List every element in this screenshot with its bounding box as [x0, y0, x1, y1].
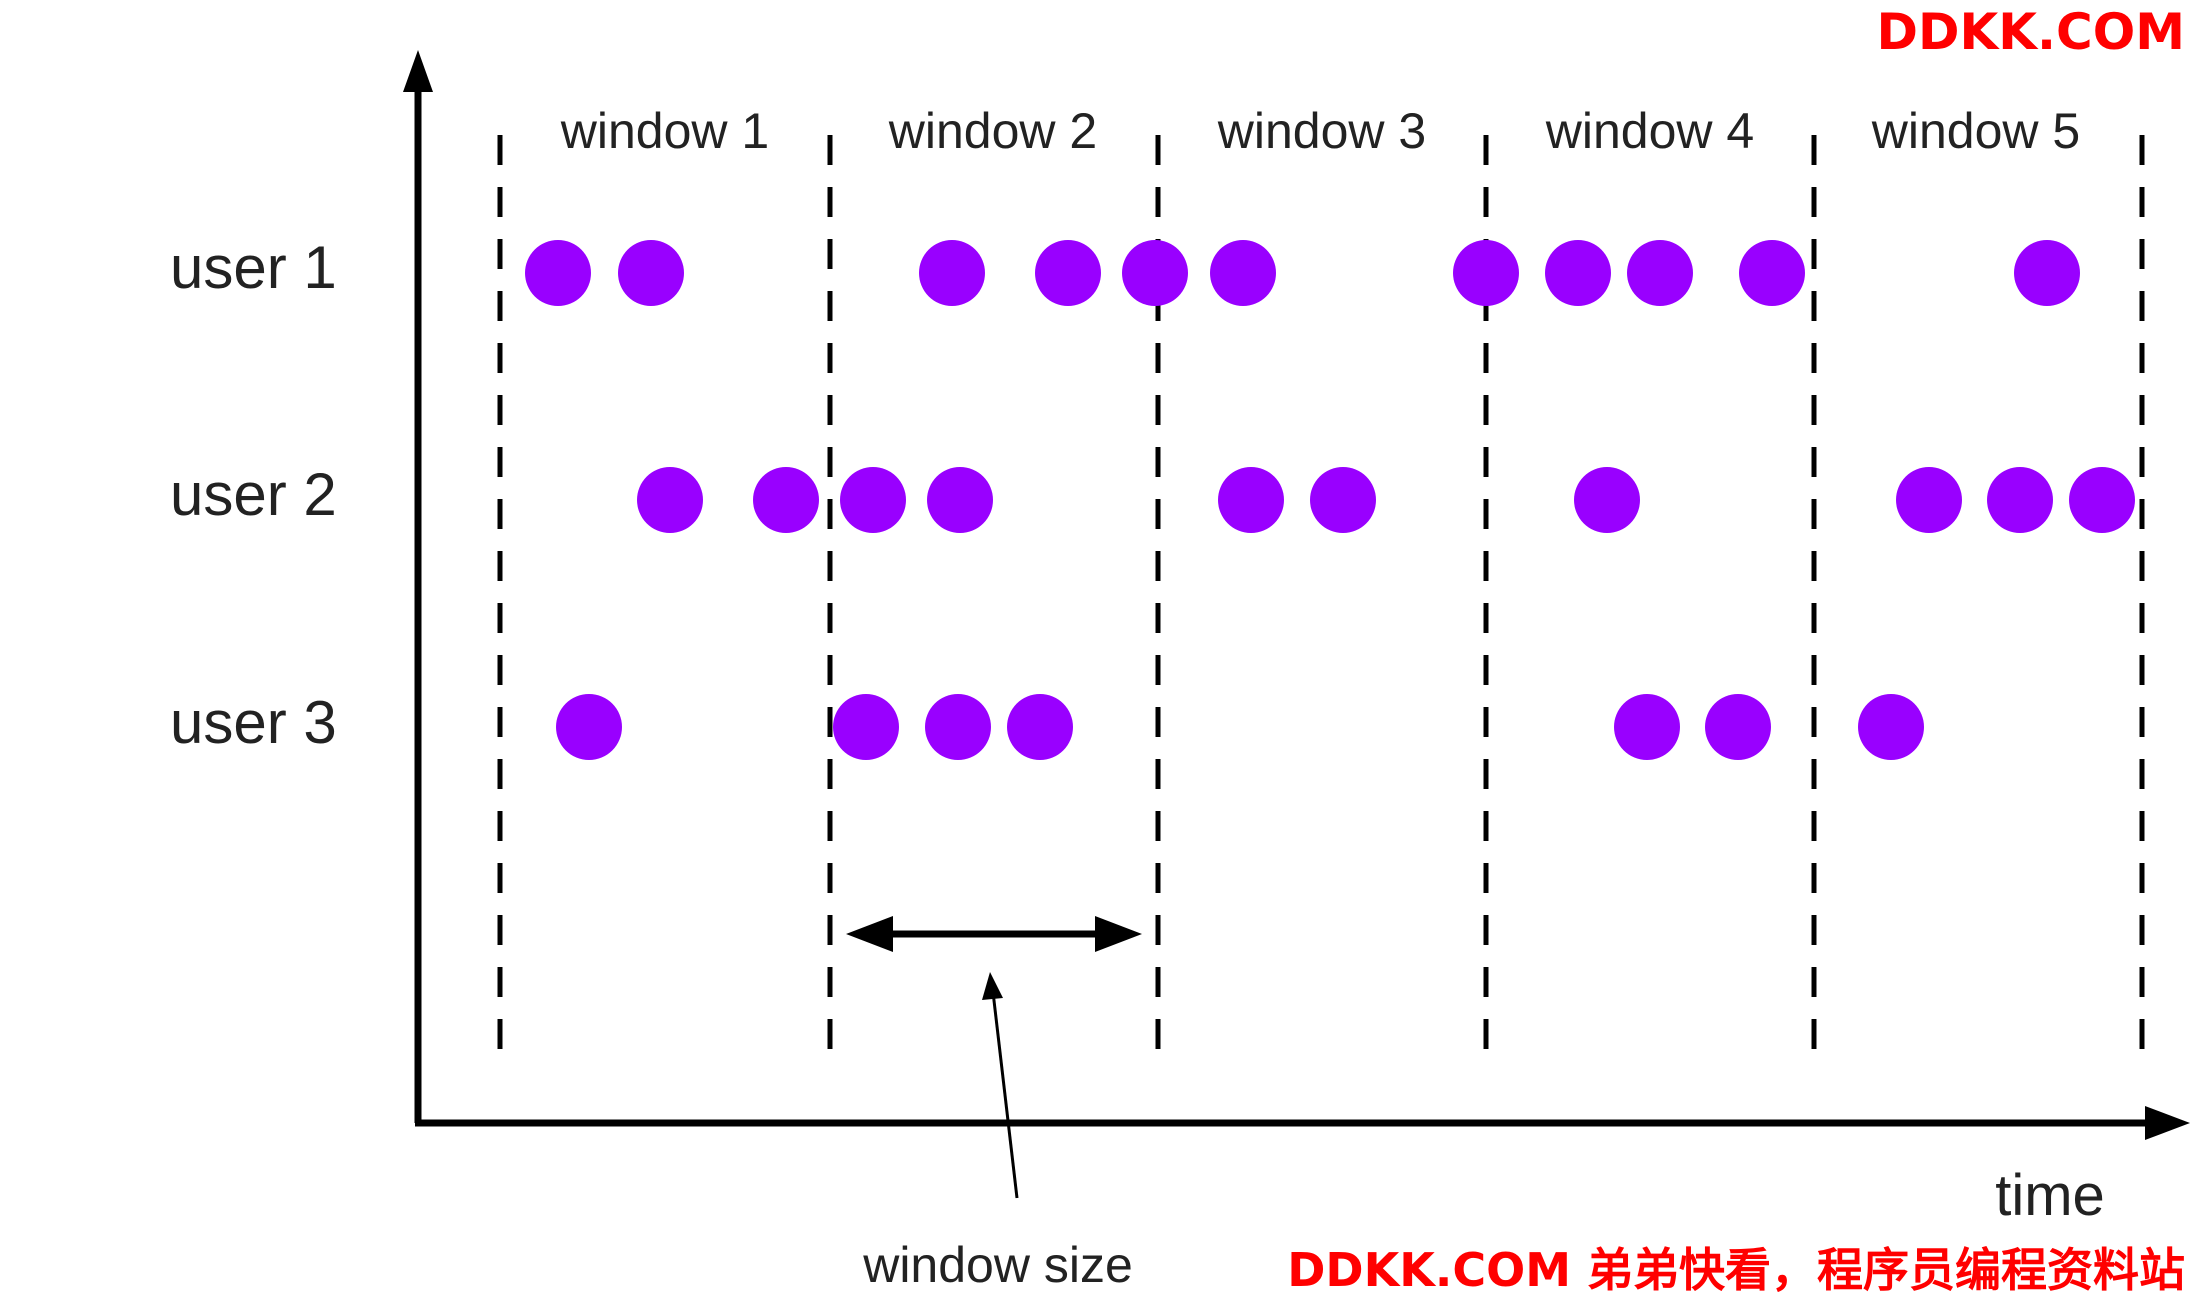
- window-size-pointer-arrowhead: [982, 972, 1003, 1000]
- window-label: window 3: [1217, 103, 1426, 159]
- window-size-right-arrowhead: [1095, 916, 1142, 952]
- window-size-pointer-line: [991, 991, 1019, 1199]
- window-size-label: window size: [862, 1237, 1133, 1293]
- event-dot: [1858, 694, 1924, 760]
- x-axis-label: time: [1995, 1163, 2105, 1228]
- window-label: window 2: [888, 103, 1097, 159]
- x-axis-arrowhead: [2145, 1106, 2190, 1140]
- user-1-events: [525, 240, 2080, 306]
- event-dot: [1453, 240, 1519, 306]
- window-size-indicator: [846, 916, 1142, 1199]
- event-dot: [2069, 467, 2135, 533]
- event-dot: [1987, 467, 2053, 533]
- user-2-events: [637, 467, 2135, 533]
- window-boundaries: [497, 135, 2145, 1068]
- event-dot: [1035, 240, 1101, 306]
- event-dot: [637, 467, 703, 533]
- user-3-events: [556, 694, 1924, 760]
- event-dot: [1574, 467, 1640, 533]
- window-label: window 1: [560, 103, 769, 159]
- window-label: window 4: [1545, 103, 1754, 159]
- event-dot: [925, 694, 991, 760]
- event-dot: [1122, 240, 1188, 306]
- window-label: window 5: [1871, 103, 2080, 159]
- watermark-bottom: DDKK.COM 弟弟快看，程序员编程资料站: [1287, 1243, 2185, 1297]
- event-dot: [1007, 694, 1073, 760]
- event-dot: [1545, 240, 1611, 306]
- event-dot: [833, 694, 899, 760]
- event-dot: [525, 240, 591, 306]
- y-axis-arrowhead: [403, 50, 433, 92]
- event-dot: [556, 694, 622, 760]
- event-dot: [919, 240, 985, 306]
- event-dot: [1896, 467, 1962, 533]
- event-dot: [1739, 240, 1805, 306]
- event-dot: [1210, 240, 1276, 306]
- user-label: user 2: [170, 461, 337, 528]
- window-size-left-arrowhead: [846, 916, 893, 952]
- event-dot: [1310, 467, 1376, 533]
- event-dot: [840, 467, 906, 533]
- watermark-top: DDKK.COM: [1876, 3, 2185, 61]
- event-dot: [1218, 467, 1284, 533]
- event-dot: [927, 467, 993, 533]
- event-dot: [753, 467, 819, 533]
- event-dot: [1705, 694, 1771, 760]
- user-label: user 3: [170, 689, 337, 756]
- event-dot: [618, 240, 684, 306]
- event-dot: [1614, 694, 1680, 760]
- user-label: user 1: [170, 234, 337, 301]
- event-dot: [1627, 240, 1693, 306]
- event-dot: [2014, 240, 2080, 306]
